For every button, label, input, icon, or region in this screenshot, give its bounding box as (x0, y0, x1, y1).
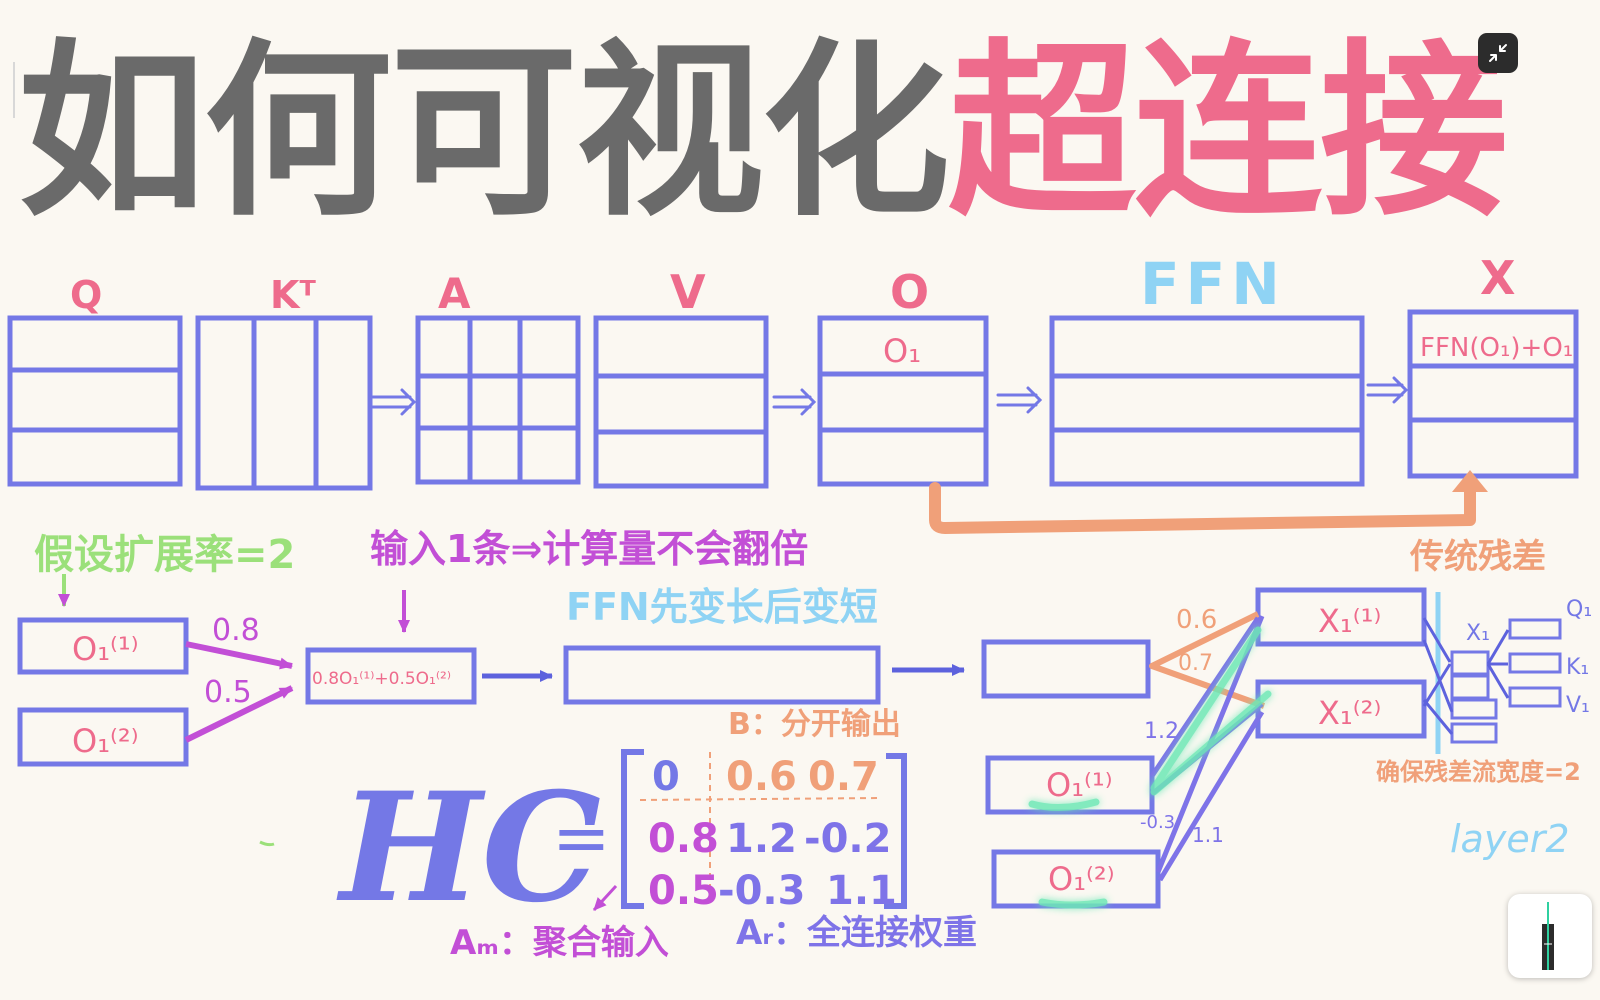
note-stream-width: 确保残差流宽度=2 (1376, 758, 1581, 786)
label-k1: K₁ (1566, 655, 1589, 680)
collapse-button[interactable] (1478, 33, 1518, 73)
arrow-am (592, 884, 618, 912)
label-x1-2: X₁⁽²⁾ (1318, 694, 1381, 732)
weight-0-5: 0.5 (204, 675, 252, 710)
q1-box (1508, 618, 1562, 640)
weight-x-0-6: 0.6 (1176, 605, 1217, 635)
hc-cell-0-0: 0 (652, 754, 680, 800)
matrix-v (593, 315, 769, 489)
collapse-icon (1489, 44, 1507, 62)
label-x: X (1480, 251, 1515, 305)
label-q1: Q₁ (1566, 597, 1592, 622)
stream-box-2 (1450, 722, 1498, 744)
label-o: O (890, 265, 929, 319)
separator-horizontal (639, 797, 881, 801)
matrix-x (1407, 309, 1579, 479)
o-row-label: O₁ (883, 332, 921, 370)
edge-o12-x12 (1157, 710, 1265, 882)
edges-output-to-x (1149, 611, 1266, 709)
box-mixed-input (305, 647, 477, 705)
hc-symbol: HC (336, 760, 601, 936)
label-kt: Kᵀ (270, 273, 316, 317)
matrix-o (817, 315, 989, 487)
residual-path (929, 480, 1476, 534)
matrix-a (415, 315, 581, 485)
highlight-underline-o11 (1028, 798, 1100, 812)
edge-o12-to-mix (184, 685, 294, 743)
weight-neg-0-3: -0.3 (1140, 812, 1175, 833)
label-o1-2: O₁⁽²⁾ (72, 722, 139, 760)
bracket-right (884, 753, 907, 909)
arrow-o-to-ffn (996, 386, 1043, 414)
stream-box-1 (1450, 698, 1498, 720)
page-edge-mark (13, 62, 15, 118)
label-x1-1: X₁⁽¹⁾ (1318, 602, 1381, 640)
weight-0-8: 0.8 (212, 613, 260, 648)
edge-to-q (1486, 629, 1510, 665)
label-a: A (438, 269, 471, 318)
edge-stream-d (1422, 699, 1454, 735)
hc-cell-0-1: 0.6 (726, 754, 797, 800)
x1-small-box-2 (1450, 674, 1490, 700)
highlight-edge-2 (1150, 690, 1272, 796)
arrow-kt-to-a (371, 388, 417, 416)
matrix-ffn (1049, 315, 1365, 487)
title-part-1: 如何可视化 (18, 23, 950, 242)
bracket-left (621, 749, 644, 909)
hc-cell-1-0: 0.8 (648, 816, 719, 862)
note-input-one: 输入1条⇒计算量不会翻倍 (370, 527, 808, 571)
label-x1-small: X₁ (1466, 621, 1490, 646)
thumbnail-icon (1542, 902, 1554, 970)
edge-stream-a (1422, 617, 1452, 663)
edge-o11-x11 (1149, 616, 1261, 778)
note-ffn-long-short: FFN先变长后变短 (566, 585, 878, 629)
v1-box (1508, 686, 1562, 708)
weight-x-0-7: 0.7 (1178, 651, 1213, 676)
label-q: Q (70, 273, 102, 317)
note-expansion-rate: 假设扩展率=2 (34, 532, 295, 578)
title-part-2: 超连接 (948, 23, 1508, 242)
note-traditional-residual: 传统残差 (1409, 537, 1546, 577)
hc-cell-2-2: 1.1 (826, 868, 897, 914)
edge-stream-b (1422, 663, 1452, 707)
label-v: V (670, 265, 706, 319)
arrow-ffn-to-x (1366, 376, 1409, 404)
page-title: 如何可视化超连接 (18, 18, 1508, 248)
page-thumbnail[interactable] (1508, 894, 1592, 978)
weight-1-1: 1.1 (1192, 823, 1224, 847)
edge-o11-to-mix (185, 641, 293, 670)
highlight-underline-o12 (1038, 898, 1108, 909)
matrix-kt (195, 315, 373, 491)
hc-ar-label: Aᵣ：全连接权重 (736, 913, 977, 953)
label-mixed-input: 0.8O₁⁽¹⁾+0.5O₁⁽²⁾ (312, 669, 451, 689)
x1-small-box (1450, 650, 1490, 676)
highlight-edge-1 (1150, 626, 1262, 792)
weight-1-2: 1.2 (1144, 719, 1179, 744)
box-ffn-output (981, 639, 1151, 699)
label-o1-1: O₁⁽¹⁾ (72, 630, 139, 668)
residual-arrowhead (1452, 470, 1488, 492)
hc-cell-1-1: 1.2 (726, 816, 797, 862)
label-v1: V₁ (1566, 693, 1590, 718)
k1-box (1508, 652, 1562, 674)
stray-mark (259, 840, 275, 847)
hc-cell-2-1: -0.3 (718, 868, 805, 914)
label-o1-1-right: O₁⁽¹⁾ (1046, 766, 1113, 804)
edge-stream-c (1422, 639, 1454, 713)
box-ffn (563, 645, 881, 705)
hc-b-label: B：分开输出 (728, 707, 901, 742)
label-ffn: FFN (1140, 250, 1286, 318)
hc-am-label: Aₘ：聚合输入 (450, 923, 669, 963)
arrow-v-to-o (772, 388, 817, 416)
label-o1-2-right: O₁⁽²⁾ (1048, 860, 1115, 898)
hc-cell-2-0: 0.5 (648, 868, 719, 914)
hc-cell-1-2: -0.2 (804, 816, 891, 862)
matrix-q (7, 315, 183, 487)
note-layer2: layer2 (1450, 817, 1570, 861)
hc-cell-0-2: 0.7 (808, 754, 879, 800)
edge-to-v (1486, 663, 1510, 699)
hc-equals: = (552, 797, 611, 879)
x-row-label: FFN(O₁)+O₁ (1420, 333, 1573, 363)
